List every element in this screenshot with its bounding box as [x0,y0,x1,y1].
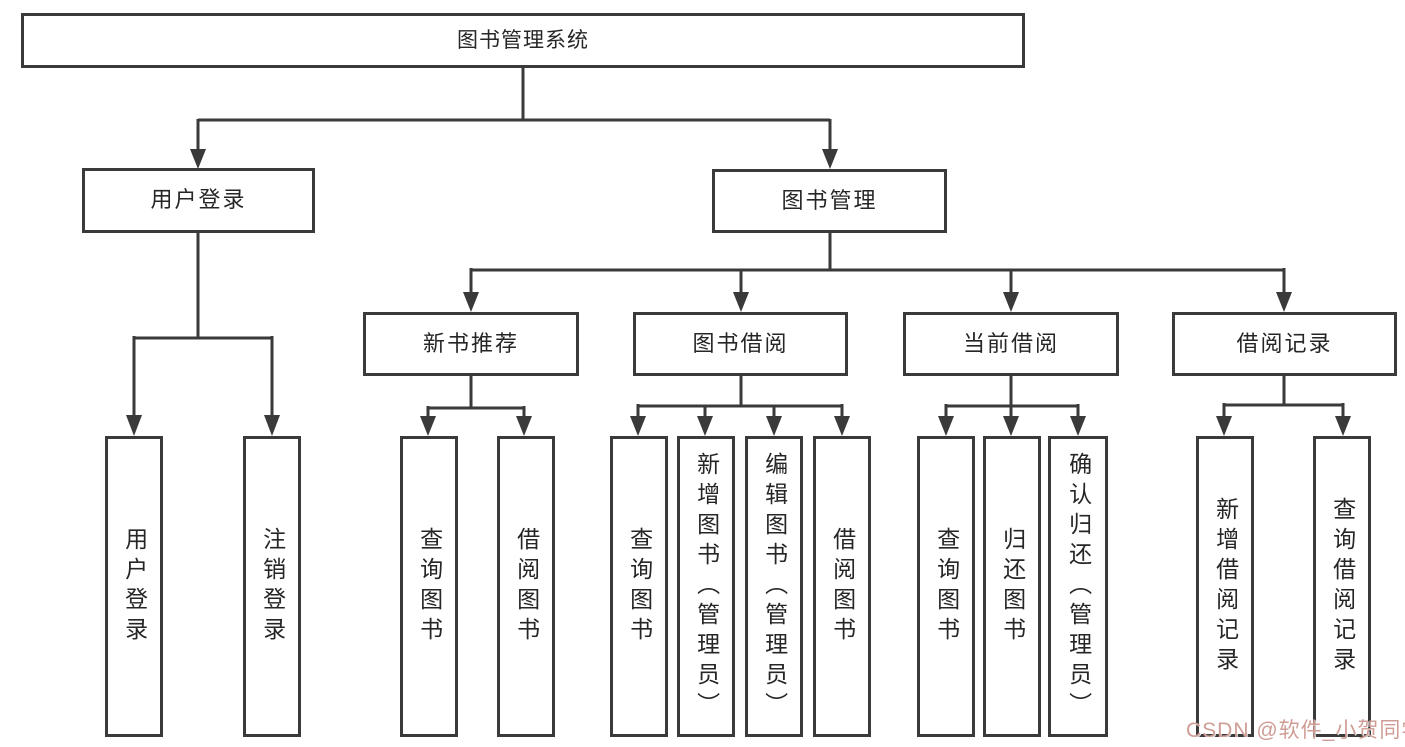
node-user-login-branch: 用户登录 [82,168,315,233]
leaf-query-books-borrowing: 查询图书 [610,436,668,737]
node-root: 图书管理系统 [21,13,1025,68]
leaf-query-borrow-record: 查询借阅记录 [1313,436,1371,737]
node-borrow-records: 借阅记录 [1172,312,1397,376]
leaf-label: 注销登录 [259,526,286,647]
leaf-edit-books-admin: 编辑图书（管理员） [745,436,803,737]
node-label: 图书管理 [781,187,878,213]
leaf-label: 查询借阅记录 [1329,496,1356,677]
leaf-label: 用户登录 [121,526,148,647]
node-label: 当前借阅 [962,330,1059,356]
node-root-label: 图书管理系统 [457,28,589,52]
node-current-borrowing: 当前借阅 [903,312,1119,376]
node-label: 用户登录 [150,187,247,213]
leaf-add-books-admin: 新增图书（管理员） [677,436,735,737]
leaf-label: 借阅图书 [829,526,856,647]
node-label: 图书借阅 [692,330,789,356]
leaf-label: 新增借阅记录 [1212,496,1239,677]
leaf-user-login: 用户登录 [105,436,163,737]
watermark-text: CSDN @软件_小贺同学 [1186,719,1405,742]
leaf-label: 确认归还（管理员） [1065,451,1092,722]
leaf-logout-login: 注销登录 [243,436,301,737]
node-book-management: 图书管理 [712,169,947,233]
leaf-borrow-books-recommend: 借阅图书 [497,436,555,737]
node-new-book-recommend: 新书推荐 [363,312,579,376]
leaf-label: 借阅图书 [513,526,540,647]
leaf-label: 编辑图书（管理员） [761,451,788,722]
node-book-borrowing: 图书借阅 [633,312,848,376]
node-label: 新书推荐 [422,330,519,356]
leaf-label: 新增图书（管理员） [693,451,720,722]
leaf-label: 查询图书 [416,526,443,647]
leaf-label: 查询图书 [933,526,960,647]
leaf-label: 查询图书 [626,526,653,647]
leaf-query-books-recommend: 查询图书 [400,436,458,737]
leaf-confirm-return-admin: 确认归还（管理员） [1048,436,1108,737]
node-label: 借阅记录 [1236,330,1333,356]
leaf-borrow-books-borrowing: 借阅图书 [813,436,871,737]
leaf-label: 归还图书 [999,526,1026,647]
leaf-return-books: 归还图书 [983,436,1041,737]
leaf-query-books-current: 查询图书 [917,436,975,737]
leaf-add-borrow-record: 新增借阅记录 [1196,436,1254,737]
